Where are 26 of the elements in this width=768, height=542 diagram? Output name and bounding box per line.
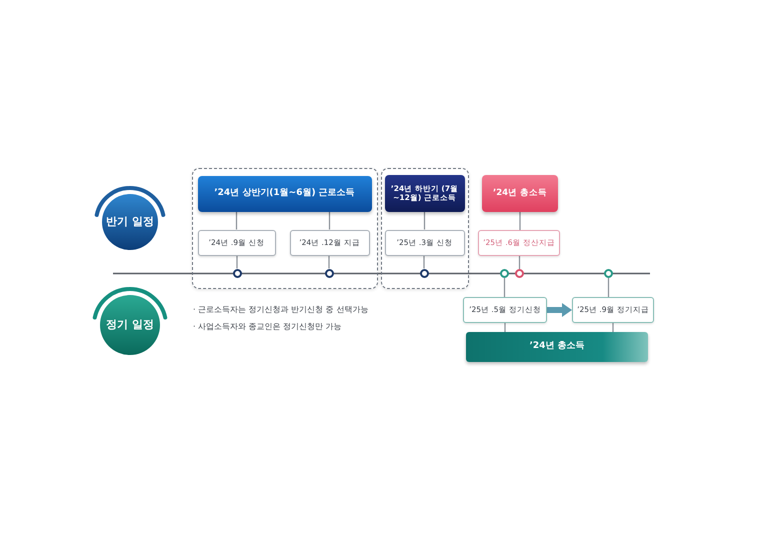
- connector-line: [519, 212, 521, 230]
- connector-line: [504, 323, 506, 332]
- connector-line: [518, 256, 520, 269]
- arrow: [547, 303, 572, 317]
- connector-line: [423, 256, 425, 268]
- connector-line: [328, 256, 330, 268]
- income-bar: ’24년 총소득: [466, 332, 648, 362]
- connector-line: [236, 256, 238, 268]
- dashed-group-box: [192, 168, 378, 289]
- period-header-box: ’24년 상반기(1월~6월) 근로소득: [198, 176, 372, 212]
- timeline-dot: [324, 268, 334, 278]
- timeline-dot: [515, 269, 524, 278]
- connector-line: [236, 212, 238, 230]
- period-header-box: ’24년 총소득: [482, 175, 558, 212]
- connector-line: [504, 278, 506, 297]
- timeline-dot: [420, 268, 428, 278]
- timeline-dot: [232, 268, 242, 278]
- dashed-group-box: [381, 168, 469, 289]
- note-text: · 사업소득자와 종교인은 정기신청만 가능: [193, 321, 342, 332]
- timeline-dot: [604, 269, 613, 278]
- timeline-dot: [500, 269, 509, 278]
- connector-line: [328, 212, 330, 230]
- connector-line: [608, 278, 610, 297]
- connector-line: [424, 212, 426, 230]
- connector-line: [612, 323, 614, 332]
- note-text: · 근로소득자는 정기신청과 반기신청 중 선택가능: [193, 304, 368, 315]
